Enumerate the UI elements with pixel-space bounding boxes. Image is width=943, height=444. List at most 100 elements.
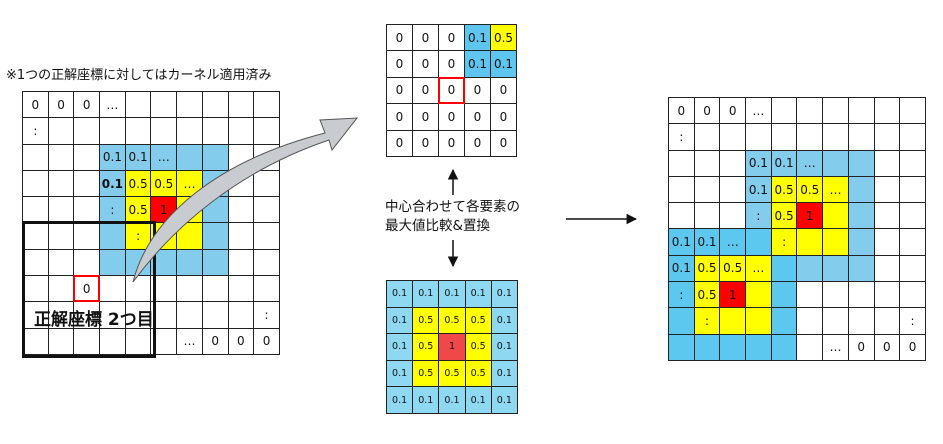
- grid-cell: [900, 124, 926, 151]
- grid-cell: [228, 92, 255, 119]
- grid-cell: [74, 197, 101, 224]
- grid-cell: :: [100, 197, 126, 224]
- grid-cell: [823, 255, 849, 283]
- grid-cell: 0.5: [797, 176, 824, 204]
- grid-cell: [900, 203, 926, 230]
- grid-cell: [669, 308, 695, 335]
- grid-cell: [125, 302, 152, 329]
- grid-cell: [48, 328, 75, 355]
- curved-arrow-icon: [132, 117, 359, 283]
- grid-cell: [848, 229, 875, 256]
- grid-cell: 0: [413, 51, 439, 78]
- grid-cell: 0: [228, 328, 255, 355]
- grid-cell: [254, 170, 280, 198]
- grid-cell: 0.1: [100, 170, 126, 198]
- grid-cell: [874, 98, 901, 125]
- grid-cell: [874, 282, 901, 309]
- grid-cell: …: [177, 170, 203, 198]
- grid-cell: 0: [720, 98, 747, 125]
- grid-cell: [100, 249, 126, 277]
- grid-cell: [669, 176, 695, 204]
- grid-cell: 0: [74, 92, 101, 119]
- grid-cell: [720, 176, 747, 204]
- grid-cell: :: [254, 302, 280, 329]
- grid-cell: [720, 203, 747, 230]
- grid-cell: [254, 118, 280, 145]
- grid-cell: [720, 308, 747, 335]
- grid-cell: [254, 92, 280, 119]
- grid-cell: [823, 203, 849, 230]
- grid-cell: 0.1: [491, 387, 518, 414]
- grid-cell: [177, 118, 203, 145]
- second-coordinate-label: 正解座標 2つ目: [34, 310, 154, 330]
- grid-cell: …: [100, 92, 126, 119]
- grid-cell: [900, 229, 926, 256]
- grid-cell: 0.5: [720, 255, 747, 283]
- grid-cell: [797, 334, 824, 361]
- grid-cell: 0.5: [465, 307, 492, 335]
- grid-cell: 0: [491, 130, 517, 157]
- grid-cell: …: [151, 144, 178, 171]
- grid-cell: [100, 302, 126, 329]
- grid-cell: [848, 203, 875, 230]
- grid-cell: [202, 223, 229, 250]
- grid-cell: 0: [387, 51, 413, 78]
- grid-cell: [900, 255, 926, 283]
- grid-cell: [848, 98, 875, 125]
- grid-cell: 0.5: [694, 255, 721, 283]
- grid-cell: [771, 334, 798, 361]
- grid-cell: 0: [669, 98, 695, 125]
- grid-cell: 0: [413, 104, 439, 131]
- grid-cell: [797, 229, 824, 256]
- grid-cell: 0.5: [413, 307, 440, 335]
- grid-cell: 0.5: [771, 203, 798, 230]
- grid-cell: [694, 124, 721, 151]
- grid-cell: 0.5: [125, 170, 152, 198]
- grid-cell: 0.1: [439, 387, 466, 414]
- grid-cell: [254, 197, 280, 224]
- grid-cell: [125, 276, 152, 303]
- grid-cell: [797, 255, 824, 283]
- grid-cell: …: [823, 334, 849, 361]
- grid-cell: [874, 229, 901, 256]
- grid-cell: 0.1: [125, 144, 152, 171]
- grid-cell: [23, 302, 49, 329]
- grid-cell: …: [177, 328, 203, 355]
- grid-cell: …: [823, 176, 849, 204]
- grid-cell: [797, 98, 824, 125]
- grid-cell: [848, 176, 875, 204]
- grid-cell: 0: [438, 76, 465, 105]
- grid-cell: [74, 144, 101, 171]
- grid-cell: [746, 334, 772, 361]
- grid-cell: [100, 118, 126, 145]
- grid-cell: [694, 203, 721, 230]
- grid-cell: [48, 144, 75, 171]
- grid-cell: [177, 144, 203, 171]
- grid-cell: 0.1: [413, 387, 440, 414]
- grid-cell: [746, 124, 772, 151]
- grid-cell: [100, 223, 126, 250]
- grid-cell: [771, 124, 798, 151]
- grid-cell: 0.1: [465, 387, 492, 414]
- grid-cell: [823, 308, 849, 335]
- grid-cell: 0.5: [465, 334, 492, 361]
- grid-cell: 0.1: [694, 229, 721, 256]
- grid-cell: 0: [202, 328, 229, 355]
- grid-cell: [848, 150, 875, 177]
- grid-cell: 0: [465, 104, 491, 131]
- grid-cell: [669, 150, 695, 177]
- grid-cell: 0.1: [746, 176, 772, 204]
- max-compare-label: 中心合わせて各要素の 最大値比較&置換: [385, 199, 520, 234]
- grid-cell: 0.5: [413, 334, 440, 361]
- grid-cell: [771, 255, 798, 283]
- grid-cell: [900, 98, 926, 125]
- grid-cell: [694, 334, 721, 361]
- grid-cell: [848, 308, 875, 335]
- grid-cell: 0: [874, 334, 901, 361]
- grid-cell: [694, 150, 721, 177]
- grid-cell: [48, 118, 75, 145]
- grid-cell: [669, 203, 695, 230]
